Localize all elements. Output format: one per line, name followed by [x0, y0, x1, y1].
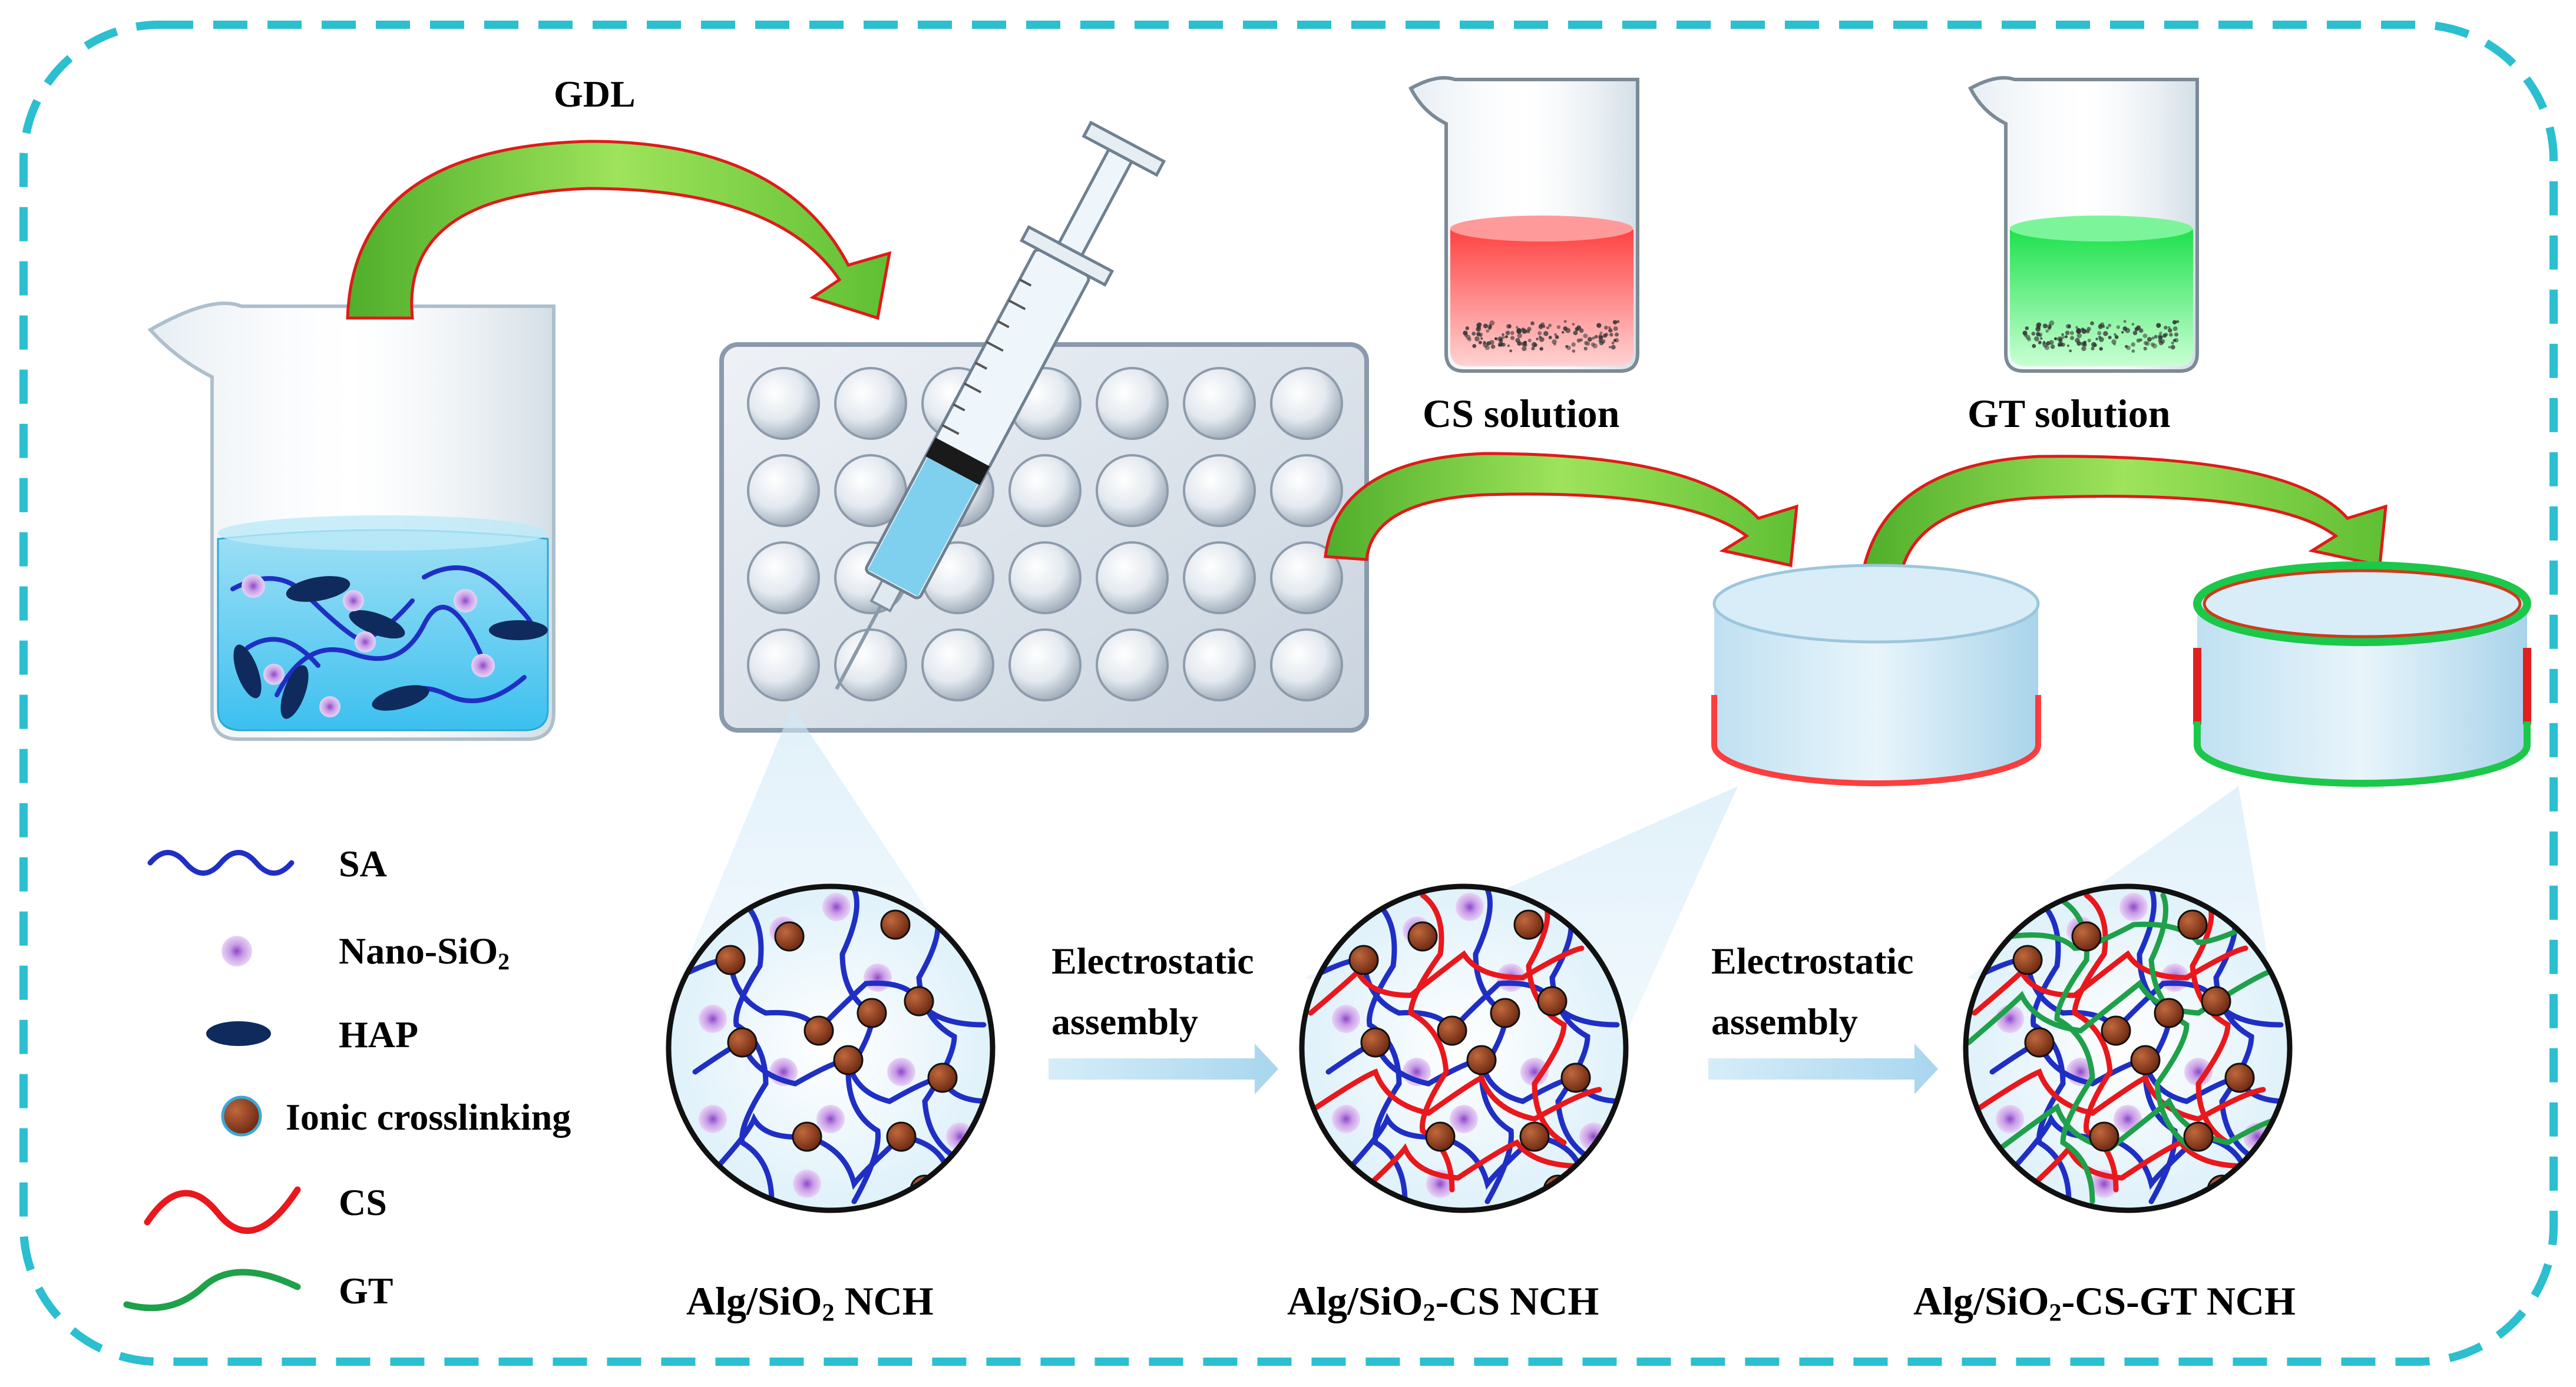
gt-solution-label: GT solution: [1967, 391, 2171, 436]
plate-well: [834, 367, 907, 440]
legend-hap-label: HAP: [339, 1014, 419, 1055]
step-arrow-1: [1049, 1044, 1278, 1094]
plate-well: [1008, 454, 1082, 527]
plate-well: [1270, 367, 1343, 440]
step2-label-line2: assembly: [1711, 1001, 1858, 1042]
legend-nano-sio2-label: Nano-SiO2: [339, 930, 510, 975]
legend-crosslink-symbol: [221, 1095, 262, 1137]
alg-sio2-nch-label: Alg/SiO2 NCH: [686, 1279, 934, 1327]
arrow-to-gt-cylinder: [1860, 455, 2387, 582]
step-arrow-2: [1708, 1044, 1938, 1094]
legend-silica-symbol: [221, 936, 252, 966]
network-circle-alg-sio2-cs-gt: [1963, 883, 2293, 1213]
legend-gt-symbol: [123, 1269, 301, 1312]
cs-coated-hydrogel: [1711, 564, 2041, 786]
plate-well: [1183, 367, 1256, 440]
well-plate: [719, 342, 1369, 733]
network-circle-alg-sio2: [666, 883, 996, 1213]
plate-well: [1096, 454, 1169, 527]
step1-label-line2: assembly: [1051, 1001, 1198, 1042]
plate-well: [1096, 628, 1169, 701]
plate-well: [1270, 628, 1343, 701]
plate-well: [1183, 628, 1256, 701]
network-circle-alg-sio2-cs: [1299, 883, 1629, 1213]
cs-gt-coated-hydrogel: [2193, 561, 2531, 787]
cs-beaker: [1408, 76, 1639, 373]
legend-gt-label: GT: [339, 1270, 393, 1312]
plate-well: [1008, 541, 1082, 614]
alg-sio2-cs-gt-nch-label: Alg/SiO2-CS-GT NCH: [1913, 1279, 2296, 1327]
step1-label-line1: Electrostatic: [1051, 940, 1254, 982]
legend-cs-symbol: [144, 1186, 301, 1234]
plate-well: [747, 541, 820, 614]
plate-well: [1183, 541, 1256, 614]
gdl-arrow: [346, 140, 892, 320]
plate-well: [1096, 541, 1169, 614]
syringe: [835, 120, 1166, 690]
alg-sio2-cs-nch-label: Alg/SiO2-CS NCH: [1287, 1279, 1599, 1327]
legend-cs-label: CS: [339, 1181, 387, 1223]
legend-sa-symbol: [147, 850, 295, 876]
gt-beaker: [1968, 76, 2199, 373]
legend-sa-label: SA: [339, 843, 387, 885]
plate-well: [1270, 541, 1343, 614]
step2-label-line1: Electrostatic: [1711, 940, 1914, 982]
plate-well: [834, 628, 907, 701]
plate-well: [747, 367, 820, 440]
plate-well: [747, 628, 820, 701]
plate-well: [1008, 628, 1082, 701]
plate-well: [747, 454, 820, 527]
plate-well: [1096, 367, 1169, 440]
legend-ionic-label: Ionic crosslinking: [286, 1096, 571, 1138]
dashed-border: [19, 21, 2558, 1366]
gdl-label: GDL: [554, 73, 636, 115]
legend-symbols: [123, 850, 301, 1312]
arrow-to-cs-cylinder: [1324, 452, 1798, 568]
plate-well: [921, 628, 994, 701]
mixing-beaker: [147, 302, 555, 741]
legend-hap-symbol: [206, 1021, 271, 1046]
cs-solution-label: CS solution: [1423, 391, 1620, 436]
plate-well: [1183, 454, 1256, 527]
plate-well: [1270, 454, 1343, 527]
